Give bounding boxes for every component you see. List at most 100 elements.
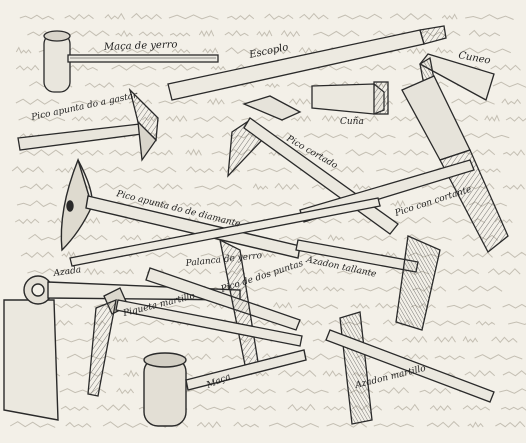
azadon-martillo-illustration: [325, 311, 495, 425]
script-stroke: [9, 421, 56, 428]
script-stroke: [458, 285, 503, 292]
script-stroke: [323, 286, 345, 292]
script-stroke: [467, 421, 484, 429]
script-stroke: [434, 355, 465, 361]
script-stroke: [411, 201, 461, 207]
script-stroke: [19, 149, 64, 157]
script-stroke: [67, 64, 98, 72]
script-stroke: [112, 336, 129, 343]
script-stroke: [126, 48, 160, 54]
script-stroke: [353, 235, 397, 242]
pico-apuntado-diamante-illustration: [60, 157, 301, 259]
script-stroke: [401, 335, 428, 344]
script-stroke: [278, 369, 317, 378]
script-stroke: [402, 353, 429, 360]
script-stroke: [303, 133, 349, 139]
script-stroke: [464, 369, 496, 378]
piqueta-martillo-illustration: [87, 287, 303, 397]
script-stroke: [109, 149, 145, 157]
script-stroke: [84, 267, 105, 276]
script-stroke: [287, 82, 322, 88]
script-stroke: [119, 319, 165, 326]
script-stroke: [84, 82, 115, 88]
script-stroke: [501, 98, 521, 105]
script-stroke: [213, 218, 251, 224]
script-stroke: [82, 166, 125, 173]
script-stroke: [131, 12, 162, 20]
script-stroke: [225, 47, 263, 55]
label-azada: Azada: [52, 265, 82, 279]
script-stroke: [247, 167, 292, 173]
script-stroke: [290, 115, 312, 123]
script-stroke: [474, 354, 523, 361]
escoplo-illustration: [167, 25, 447, 101]
script-stroke: [18, 115, 66, 122]
script-stroke: [327, 234, 345, 242]
script-stroke: [14, 218, 40, 225]
script-stroke: [437, 268, 480, 275]
script-stroke: [264, 13, 294, 20]
script-stroke: [353, 183, 372, 191]
script-stroke: [96, 403, 130, 411]
script-stroke: [376, 167, 426, 174]
script-stroke: [502, 370, 526, 377]
script-stroke: [256, 29, 273, 37]
script-stroke: [150, 149, 173, 156]
script-stroke: [500, 406, 526, 411]
script-stroke: [104, 12, 126, 20]
script-stroke: [503, 149, 526, 157]
script-stroke: [393, 403, 420, 411]
script-stroke: [441, 13, 458, 20]
script-stroke: [15, 46, 32, 54]
script-stroke: [463, 132, 510, 139]
script-stroke: [490, 64, 521, 71]
script-stroke: [27, 268, 73, 275]
script-stroke: [259, 252, 276, 259]
script-stroke: [429, 405, 452, 412]
script-stroke: [337, 13, 383, 20]
script-stroke: [50, 303, 83, 309]
script-stroke: [375, 302, 400, 309]
script-stroke: [354, 132, 396, 140]
script-stroke: [287, 403, 316, 412]
script-stroke: [264, 82, 280, 89]
script-stroke: [475, 320, 496, 326]
script-stroke: [421, 184, 457, 190]
script-stroke: [345, 149, 387, 157]
label-cuna: Cuña: [340, 117, 364, 127]
script-stroke: [390, 199, 406, 208]
script-stroke: [185, 387, 230, 394]
script-stroke: [194, 183, 242, 190]
script-stroke: [291, 149, 334, 156]
script-stroke: [330, 166, 364, 173]
script-stroke: [233, 421, 259, 428]
script-stroke: [389, 13, 432, 21]
script-stroke: [239, 388, 276, 395]
script-stroke: [192, 404, 236, 411]
script-stroke: [19, 133, 43, 139]
script-stroke: [185, 148, 202, 156]
script-stroke: [495, 420, 526, 428]
script-stroke: [393, 149, 429, 156]
script-stroke: [19, 183, 53, 191]
script-stroke: [116, 387, 135, 395]
script-stroke: [468, 29, 501, 37]
script-stroke: [484, 114, 500, 122]
script-stroke: [191, 335, 225, 343]
script-stroke: [186, 166, 214, 174]
script-stroke: [278, 234, 322, 241]
label-maza-de-yerro: Maça de yerro: [103, 39, 178, 53]
script-stroke: [289, 98, 311, 106]
script-stroke: [378, 387, 409, 394]
script-stroke: [71, 115, 93, 122]
script-stroke: [64, 13, 94, 20]
script-stroke: [138, 31, 164, 37]
script-stroke: [435, 46, 454, 54]
azadon-tallante-illustration: [295, 235, 441, 331]
script-stroke: [111, 64, 157, 71]
script-stroke: [101, 114, 131, 123]
cuna-illustration: [311, 81, 389, 115]
script-stroke: [151, 303, 201, 309]
script-stroke: [462, 405, 490, 411]
script-stroke: [462, 335, 479, 343]
